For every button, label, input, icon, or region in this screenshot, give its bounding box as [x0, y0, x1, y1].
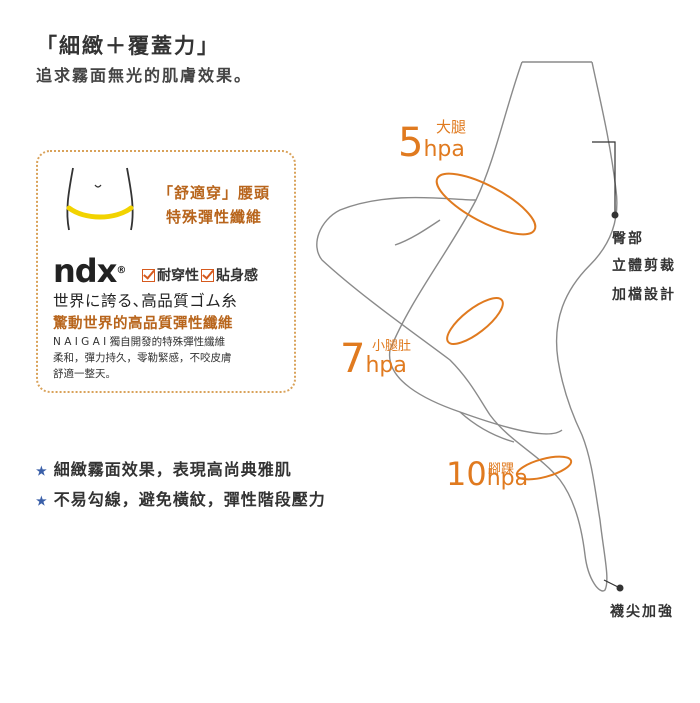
checkmark-icon [201, 268, 214, 282]
feature-box [36, 150, 296, 393]
hip-callout-line-1: 臀部 [612, 231, 644, 247]
thigh-pressure-unit: hpa [423, 137, 465, 162]
calf-ring [446, 297, 504, 345]
registered-mark: ® [116, 265, 126, 276]
feature-text: 細緻霧面效果，表現高尚典雅肌 [53, 460, 292, 479]
ankle-pressure: 10hpa [446, 455, 528, 493]
page-subtitle: 追求霧面無光的肌膚效果。 [36, 66, 253, 85]
feature-checks: 耐穿性 貼身感 [142, 265, 258, 285]
waistband-line-1: 「舒適穿」腰頭 [158, 184, 271, 202]
checkmark-icon [142, 268, 155, 282]
waistband-line-2: 特殊彈性纖維 [166, 208, 263, 226]
page-title: 「細緻＋覆蓋力」 [36, 33, 220, 58]
waist-illustration [66, 167, 134, 231]
calf-label: 小腿肚 [372, 339, 412, 354]
callout-leaders [592, 141, 624, 592]
hip-callout-line-3: 加檔設計 [612, 287, 676, 303]
ankle-pressure-unit: hpa [486, 466, 529, 491]
feature-text: 不易勾線，避免橫紋，彈性階段壓力 [53, 490, 326, 509]
ndx-logo: ndx® [53, 255, 126, 287]
legs-illustration [316, 61, 618, 592]
desc-line-3: 舒適一整天。 [53, 368, 116, 380]
ankle-label: 腳踝 [488, 462, 515, 477]
fiber-headline: 驚動世界的高品質彈性纖維 [53, 315, 233, 332]
thigh-label: 大腿 [436, 118, 467, 136]
feature-item: ★ 細緻霧面效果，表現高尚典雅肌 [36, 456, 292, 480]
thigh-pressure-value: 5 [398, 120, 424, 166]
ankle-ring [515, 455, 573, 481]
star-icon: ★ [36, 494, 48, 508]
calf-pressure-unit: hpa [365, 353, 407, 378]
star-icon: ★ [36, 464, 48, 478]
check-fit: 貼身感 [216, 268, 258, 284]
hip-callout-line-2: 立體剪裁 [612, 258, 676, 274]
ankle-pressure-value: 10 [446, 455, 487, 493]
desc-line-1: N A I G A I 獨自開發的特殊彈性纖維 [53, 336, 226, 348]
ndx-logo-text: ndx [53, 252, 117, 290]
desc-line-2: 柔和，彈力持久，零勒緊感，不咬皮膚 [53, 352, 232, 364]
waistband-feature: 「舒適穿」腰頭 特殊彈性纖維 [158, 181, 270, 229]
thigh-pressure: 5hpa [398, 120, 465, 166]
fiber-description: N A I G A I 獨自開發的特殊彈性纖維 柔和，彈力持久，零勒緊感，不咬皮… [53, 334, 289, 382]
thigh-ring [435, 172, 537, 236]
calf-pressure-value: 7 [340, 336, 366, 382]
feature-item: ★ 不易勾線，避免橫紋，彈性階段壓力 [36, 486, 326, 510]
toe-callout: 襪尖加強 [610, 604, 674, 620]
check-durability: 耐穿性 [157, 268, 199, 284]
japanese-tagline: 世界に誇る､高品質ゴム糸 [53, 292, 238, 310]
calf-pressure: 7hpa [340, 336, 407, 382]
